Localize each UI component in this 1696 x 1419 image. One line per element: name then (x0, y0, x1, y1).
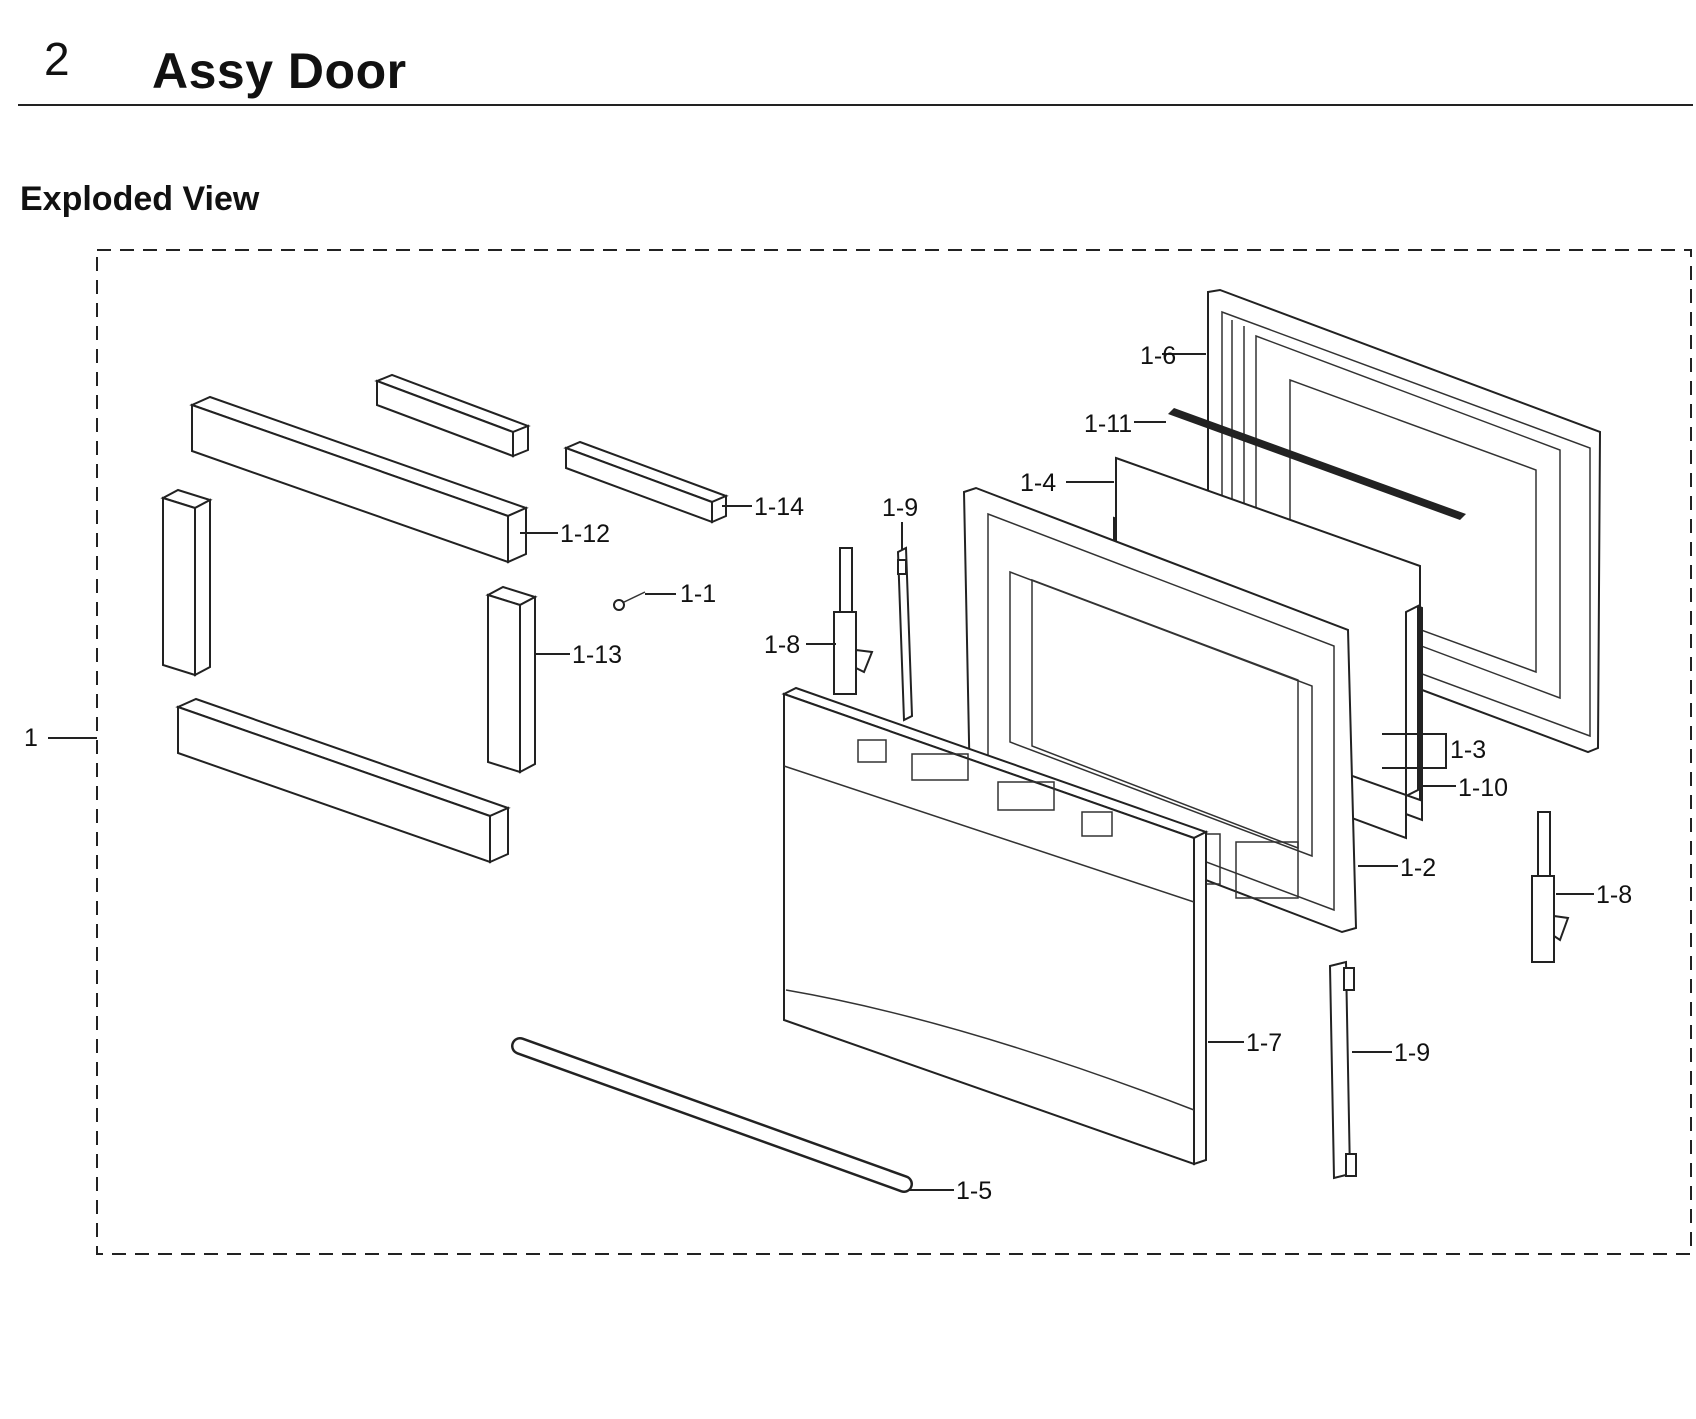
page-title: Assy Door (152, 43, 407, 99)
door-handle (511, 1037, 913, 1193)
callout-1-12: 1-12 (560, 520, 610, 548)
view-subtitle: Exploded View (20, 180, 260, 218)
insulation-block-bottom (175, 697, 511, 864)
outer-door-panel (781, 686, 1209, 1166)
callout-1-7: 1-7 (1246, 1029, 1282, 1057)
callout-1-2: 1-2 (1400, 854, 1436, 882)
callout-1-10: 1-10 (1458, 774, 1508, 802)
door-gasket (1168, 408, 1466, 520)
door-hinge-right (1531, 811, 1570, 963)
callout-1-6: 1-6 (1140, 342, 1176, 370)
insulation-block-short (563, 440, 729, 524)
insulation-block-small (374, 373, 531, 458)
door-hinge-left (833, 547, 874, 695)
callout-1-14: 1-14 (754, 493, 804, 521)
callout-1-3: 1-3 (1450, 736, 1486, 764)
assembly-boundary (96, 249, 1692, 1255)
callout-1-1: 1-1 (680, 580, 716, 608)
door-channel-upper (896, 546, 914, 722)
screw (613, 591, 646, 611)
insulation-block-left-side (160, 488, 213, 677)
insulation-block-top (189, 395, 529, 564)
callout-1-4: 1-4 (1020, 469, 1056, 497)
callout-1-9-lower: 1-9 (1394, 1039, 1430, 1067)
callout-1: 1 (24, 724, 38, 752)
callout-1-5: 1-5 (956, 1177, 992, 1205)
callout-1-9-upper: 1-9 (882, 494, 918, 522)
callout-1-8-right: 1-8 (1596, 881, 1632, 909)
door-channel-lower (1328, 960, 1357, 1180)
callout-1-8-left: 1-8 (764, 631, 800, 659)
section-number: 2 (44, 33, 70, 85)
title-rule (18, 104, 1693, 106)
callout-1-13: 1-13 (572, 641, 622, 669)
callout-1-11: 1-11 (1084, 410, 1132, 438)
insulation-block-side (485, 585, 538, 774)
